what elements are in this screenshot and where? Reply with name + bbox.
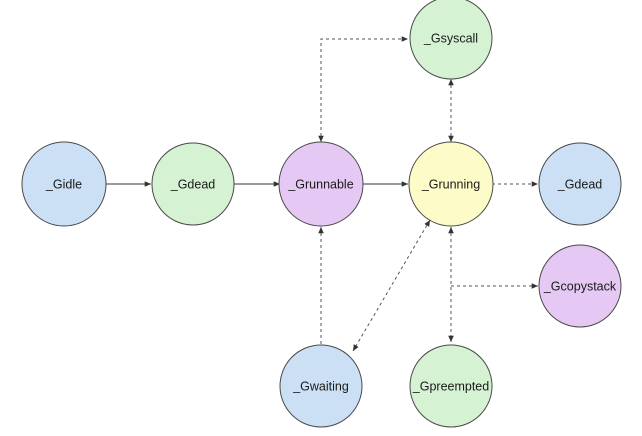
node-gcopystack-label: _Gcopystack (543, 280, 617, 294)
node-gdead-left: _Gdead (151, 142, 235, 226)
node-grunning-circle (408, 141, 494, 227)
node-grunnable: _Grunnable (278, 141, 364, 227)
node-gdead-right: _Gdead (538, 142, 622, 226)
node-gidle-label: _Gidle (45, 178, 82, 192)
node-gpreempted-circle (409, 344, 493, 428)
node-gwaiting-circle (279, 344, 363, 428)
node-grunning-label: _Grunning (421, 178, 480, 192)
node-gwaiting-label: _Gwaiting (292, 380, 349, 394)
node-gwaiting: _Gwaiting (279, 344, 363, 428)
node-gcopystack: _Gcopystack (538, 244, 622, 328)
node-grunnable-label: _Grunnable (287, 178, 353, 192)
node-gsyscall-label: _Gsyscall (423, 32, 478, 46)
node-gpreempted-label: _Gpreempted (412, 380, 489, 394)
node-gdead-left-circle (151, 142, 235, 226)
node-gpreempted: _Gpreempted (409, 344, 493, 428)
edge-grunnable-gsyscall (318, 36, 408, 142)
node-gidle: _Gidle (21, 141, 107, 227)
node-grunning: _Grunning (408, 141, 494, 227)
node-grunnable-circle (278, 141, 364, 227)
node-gcopystack-circle (538, 244, 622, 328)
node-gsyscall: _Gsyscall (409, 0, 493, 80)
edges (106, 36, 538, 352)
node-gsyscall-circle (409, 0, 493, 80)
node-gdead-right-label: _Gdead (557, 178, 603, 192)
edge-grunning-gwaiting (352, 219, 431, 352)
node-gdead-left-label: _Gdead (170, 178, 216, 192)
node-gidle-circle (21, 141, 107, 227)
node-gdead-right-circle (538, 142, 622, 226)
